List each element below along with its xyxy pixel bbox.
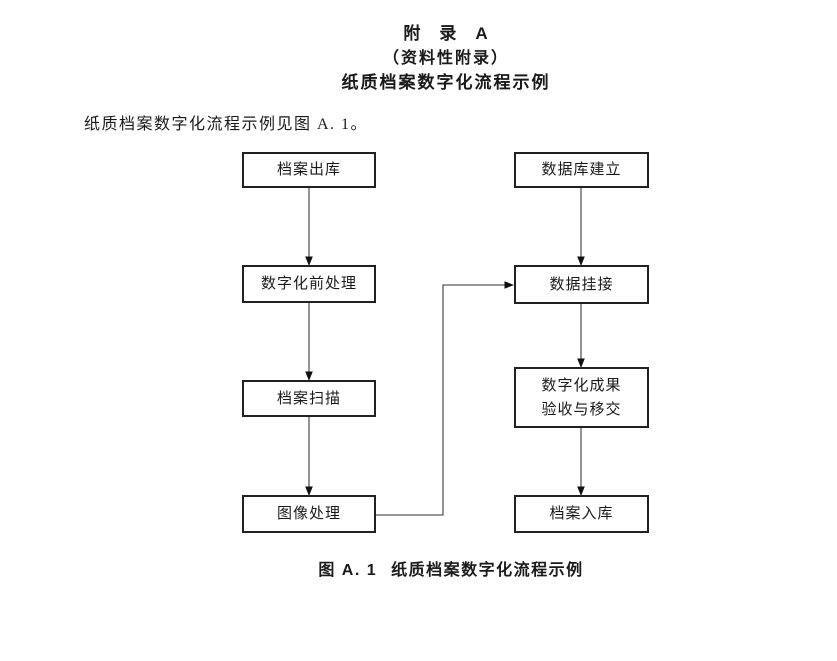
flow-node-pre-digitization: 数字化前处理: [242, 265, 376, 303]
flow-node-data-linking: 数据挂接: [514, 265, 649, 304]
flow-node-label: 数字化前处理: [260, 276, 357, 292]
flow-node-label: 数据挂接: [549, 276, 614, 293]
flow-node-label: 图像处理: [276, 506, 341, 522]
flow-node-label: 数据库建立: [541, 162, 622, 178]
flow-node-acceptance-transfer: 数字化成果 验收与移交: [514, 367, 649, 428]
flow-node-label: 档案出库: [276, 162, 341, 178]
figure-number: 图 A. 1: [318, 562, 378, 579]
figure-caption: 图 A. 1 纸质档案数字化流程示例: [60, 556, 837, 580]
body-paragraph: 纸质档案数字化流程示例见图 A. 1。: [84, 116, 369, 133]
flow-node-label: 档案入库: [549, 506, 614, 522]
arrow-linking-to-acceptance: [577, 304, 585, 368]
flow-node-label: 档案扫描: [276, 390, 341, 407]
flow-node-archive-out: 档案出库: [242, 152, 376, 188]
flow-node-archive-storage: 档案入库: [514, 495, 649, 533]
appendix-note: （资料性附录）: [382, 50, 509, 67]
flow-node-image-processing: 图像处理: [242, 495, 376, 533]
flow-node-label-line1: 数字化成果: [541, 377, 622, 394]
appendix-subtitle: 纸质档案数字化流程示例: [341, 73, 551, 92]
arrow-image-process-to-linking: [376, 281, 514, 516]
figure-title: 纸质档案数字化流程示例: [391, 562, 584, 579]
arrow-acceptance-to-storage: [577, 428, 585, 496]
flow-node-archive-scan: 档案扫描: [242, 380, 376, 417]
flow-node-label-line2: 验收与移交: [541, 401, 622, 418]
arrow-database-to-linking: [577, 188, 585, 266]
arrow-archive-out-to-preprocess: [305, 188, 313, 266]
arrow-scan-to-image-process: [305, 417, 313, 496]
flow-node-database-setup: 数据库建立: [514, 152, 649, 188]
appendix-title: 附 录 A: [403, 24, 489, 43]
arrow-preprocess-to-scan: [305, 303, 313, 381]
